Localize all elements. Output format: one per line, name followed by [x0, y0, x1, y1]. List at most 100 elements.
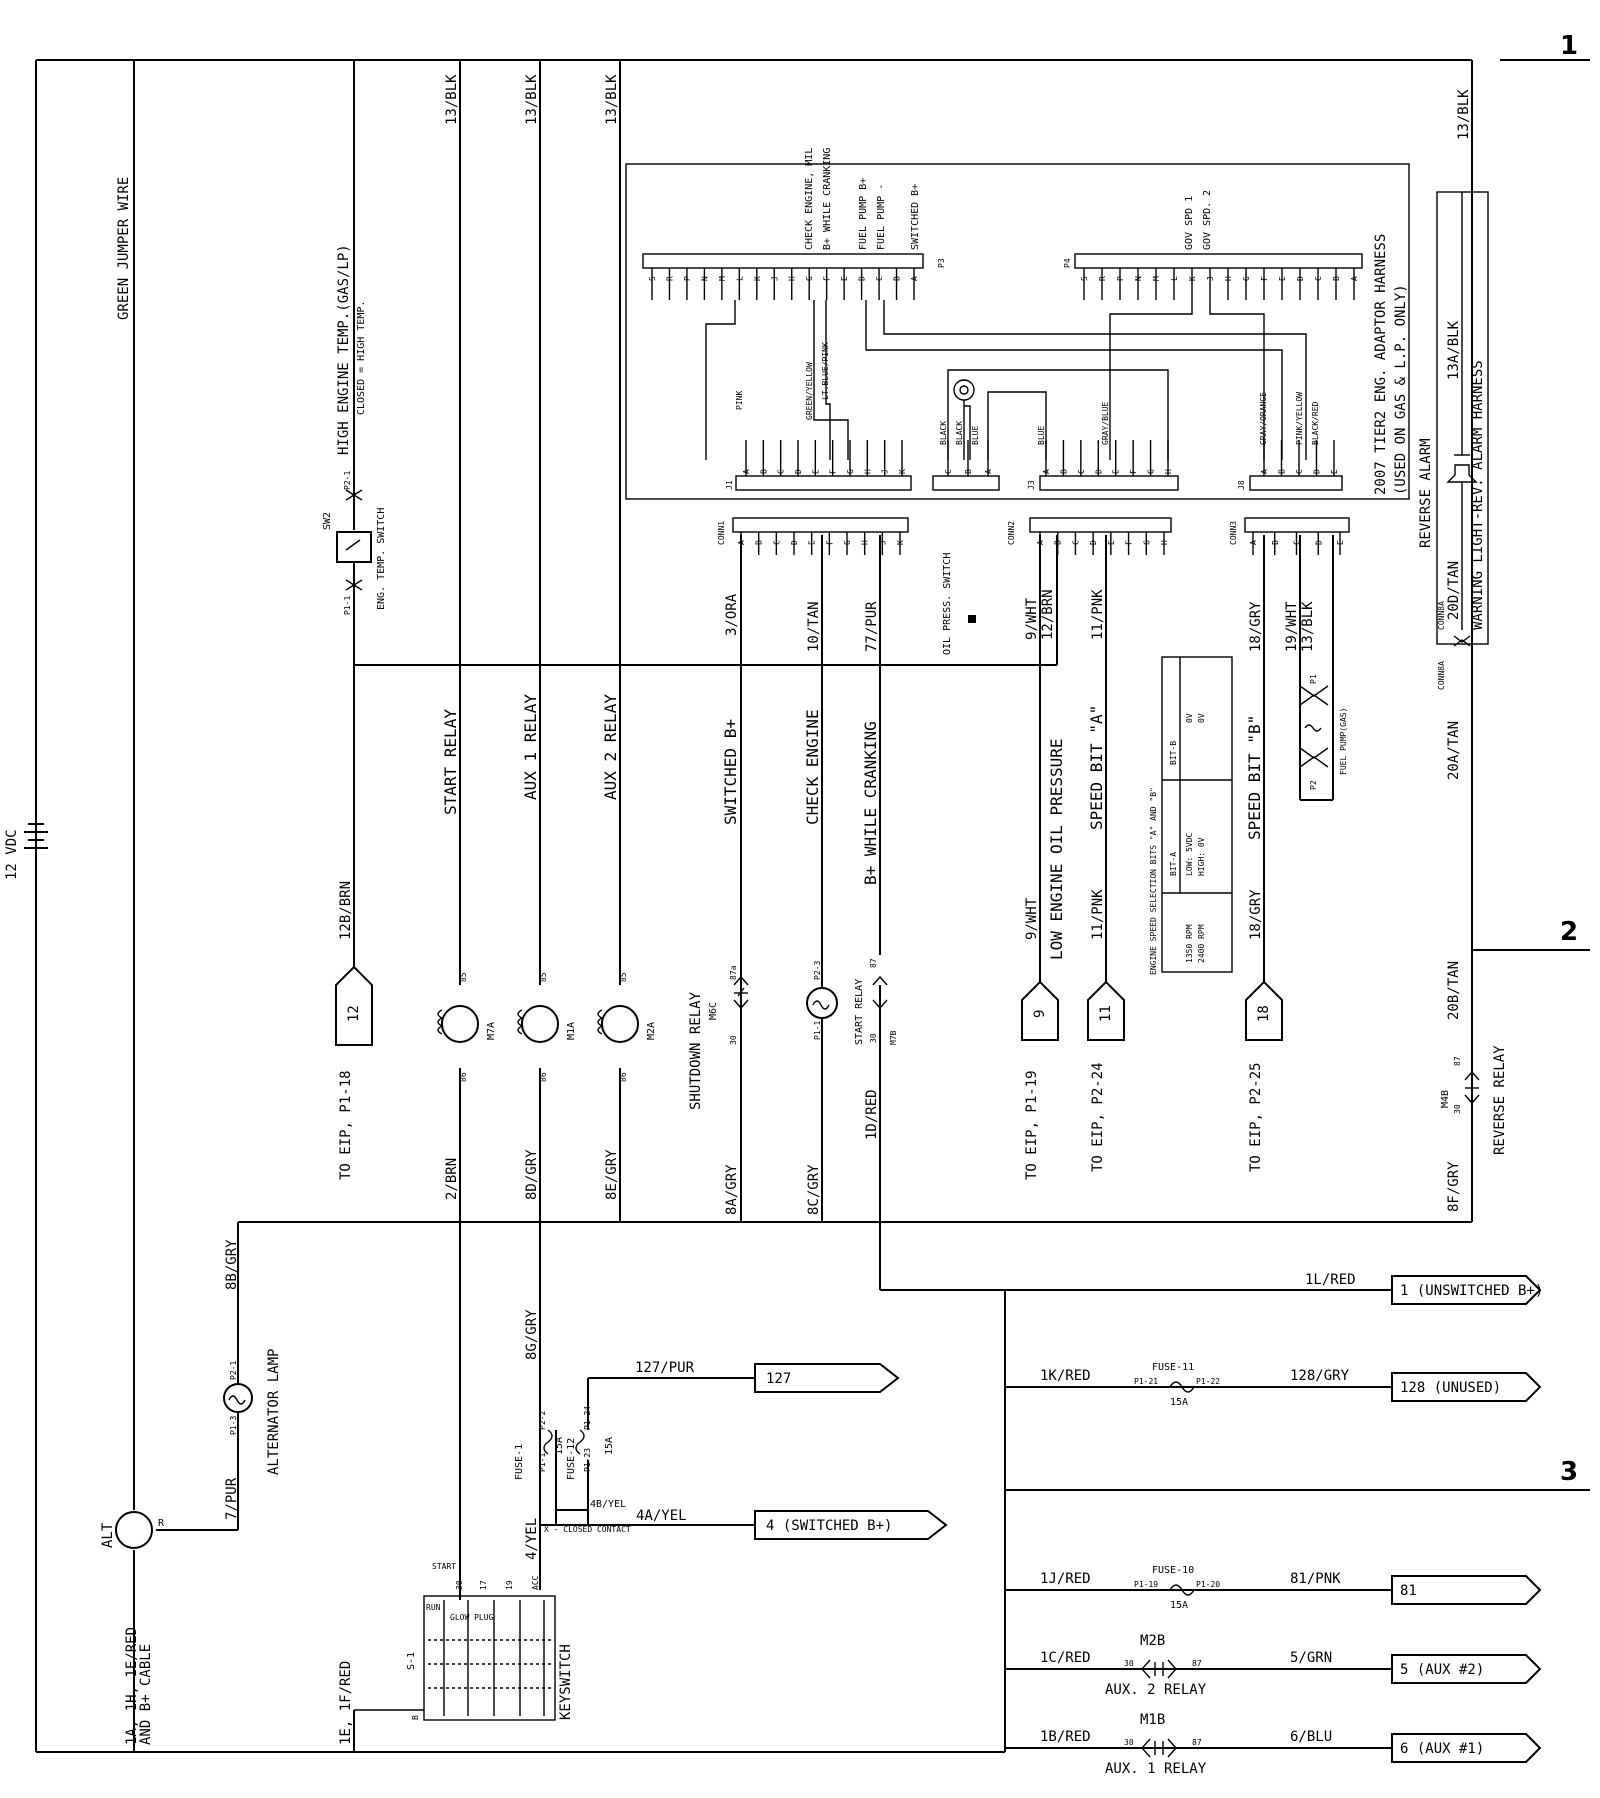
wire-13a-blk: 13A/BLK [1446, 320, 1462, 380]
m1b-id: M1B [1140, 1712, 1165, 1728]
lamp-pin-a: P2-1 [229, 1361, 238, 1380]
sw2-title: HIGH ENGINE TEMP.(GAS/LP) [336, 244, 352, 455]
p4-pin-letter: F [1260, 276, 1269, 281]
conn1-pin-letter: D [790, 540, 799, 545]
oil-pin-letter: B [964, 469, 973, 474]
wire-9-wht-b: 9/WHT [1024, 897, 1040, 940]
reverse-pin-87: 87 [1453, 1056, 1462, 1066]
battery-section: 12 VDC GREEN JUMPER WIRE [4, 177, 132, 880]
fuel-pump-label: FUEL PUMP(GAS) [1339, 708, 1348, 775]
keyswitch-run: RUN [426, 1603, 441, 1612]
p4-pin-letter: S [1080, 276, 1089, 281]
output-6-tag [1391, 1733, 1542, 1763]
keyswitch-glow: GLOW PLUG [450, 1613, 494, 1622]
wire-1e-label: 1E, 1F/RED [338, 1661, 354, 1745]
p4-pin-letter: D [1296, 276, 1305, 281]
speed-table-rpm-high: 2400 RPM [1197, 924, 1206, 963]
fuse-11-amp: 15A [1170, 1397, 1188, 1408]
output-1-text: 1 (UNSWITCHED B+) [1400, 1283, 1543, 1299]
fuse-1-label: FUSE-1 [514, 1444, 525, 1480]
zone-2-label: 2 [1560, 917, 1578, 947]
relay-2-coil [521, 1005, 559, 1043]
alarm-harness-label: WARNING LIGHT-REV. ALARM HARNESS [1470, 360, 1486, 630]
wire-8bgry-label: 8B/GRY [224, 1239, 240, 1290]
p3-label-2: FUEL PUMP B+ [858, 178, 869, 250]
keyswitch-pin-acc: ACC [531, 1575, 540, 1590]
wire-1b-red: 1B/RED [1040, 1729, 1091, 1745]
speed-table-bit-a: BIT-A [1169, 852, 1178, 876]
p3-pin-letter: G [805, 276, 814, 281]
conn1-pin-letter: F [825, 540, 834, 545]
wire-1k-red: 1K/RED [1040, 1368, 1091, 1384]
keyswitch-start: START [432, 1562, 456, 1571]
p3-pin-letter: M [718, 276, 727, 281]
wire-color-gray-blue: GRAY/BLUE [1101, 401, 1110, 445]
wire-4-yel: 4/YEL [524, 1518, 540, 1560]
reverse-section: 13/BLK 13A/BLK WARNING LIGHT-REV. ALARM … [1418, 89, 1508, 1212]
j8-pin-letter: E [1330, 469, 1339, 474]
adaptor-title: 2007 TIER2 ENG. ADAPTOR HARNESS [1373, 234, 1389, 495]
relay-3-p86: 86 [619, 1072, 628, 1082]
relay-2-p85: 85 [539, 972, 548, 982]
conn3-pin-letter: C [1293, 540, 1302, 545]
j3-pin-letter: A [1042, 469, 1051, 474]
j1-pin-letter: H [863, 469, 872, 474]
conn2-pin-letter: C [1071, 540, 1080, 545]
p4-pin-letter: E [1278, 276, 1287, 281]
conn2-pin-letter: F [1125, 540, 1134, 545]
conn1-label: CONN1 [717, 521, 726, 545]
start-relay-pin-b: 30 [869, 1033, 878, 1043]
output-6-text: 6 (AUX #1) [1400, 1741, 1484, 1757]
output-127-tag [754, 1363, 900, 1393]
speed-table-rpm-low: 1350 RPM [1185, 924, 1194, 963]
p4-pin-letter: K [1188, 276, 1197, 281]
fuse-12-pin-a: P1-24 [583, 1406, 592, 1430]
wire-color-black-2: BLACK [955, 421, 964, 445]
speed-table-bit-b: BIT-B [1169, 741, 1178, 765]
relay-group: 13/BLK 13/BLK 13/BLK START RELAY AUX 1 R… [437, 74, 657, 1360]
fuse-12-label: FUSE-12 [566, 1438, 577, 1480]
right-13blk: 13/BLK [1456, 89, 1472, 140]
p3-pin-letter: P [683, 276, 692, 281]
relay-2-top: 13/BLK [524, 74, 540, 125]
switched-b-label: SWITCHED B+ [721, 719, 740, 825]
wire-77-pur: 77/PUR [864, 601, 880, 652]
output-81-tag [1391, 1575, 1542, 1605]
speed-table: ENGINE SPEED SELECTION BITS "A" AND "B" … [1149, 656, 1233, 975]
output-4-tag [754, 1510, 948, 1540]
j8-label: J8 [1237, 480, 1246, 490]
conn2-pin-letter: H [1160, 540, 1169, 545]
p3-pin-letter: J [770, 276, 779, 281]
wire-81-pnk: 81/PNK [1290, 1571, 1341, 1587]
check-engine-lamp-icon [806, 987, 838, 1019]
adaptor-box [625, 163, 1410, 500]
tag-18 [1245, 980, 1283, 1041]
keyswitch-pin-b: B [411, 1715, 420, 1720]
j3-pin-letter: C [1077, 469, 1086, 474]
keyswitch-pin-30: 30 [455, 1580, 464, 1590]
conn1-pin-letter: B [755, 540, 764, 545]
alternator-symbol [115, 1511, 153, 1549]
wire-color-gray-orange: GRAY/ORANGE [1259, 392, 1268, 445]
p4-pin-letter: J [1206, 276, 1215, 281]
reverse-relay-id: M4B [1440, 1090, 1451, 1108]
sw2-to: TO EIP, P1-18 [338, 1070, 354, 1180]
p4-label-1: GOV SPD. 2 [1202, 190, 1213, 250]
m2b-id: M2B [1140, 1633, 1165, 1649]
wire-8f-gry: 8F/GRY [1446, 1161, 1462, 1212]
aux2-relay-icon [1141, 1659, 1177, 1679]
shutdown-pin-a: 87a [729, 965, 738, 980]
green-jumper-label: GREEN JUMPER WIRE [116, 177, 132, 320]
reverse-alarm-label: REVERSE ALARM [1418, 438, 1434, 548]
wire-8a-gry: 8A/GRY [724, 1164, 740, 1215]
p4-label-0: GOV SPD 1 [1184, 196, 1195, 250]
fuse-1-pin-b: P1-1 [538, 1453, 547, 1472]
sw2-switch-body [336, 531, 372, 563]
j1-pin-letter: B [759, 469, 768, 474]
p3-pin-letter: N [700, 276, 709, 281]
p4-pin-letter: R [1098, 276, 1107, 281]
wire-12-brn: 12/BRN [1040, 589, 1056, 640]
tag-11-text: 11 [1098, 1005, 1114, 1022]
